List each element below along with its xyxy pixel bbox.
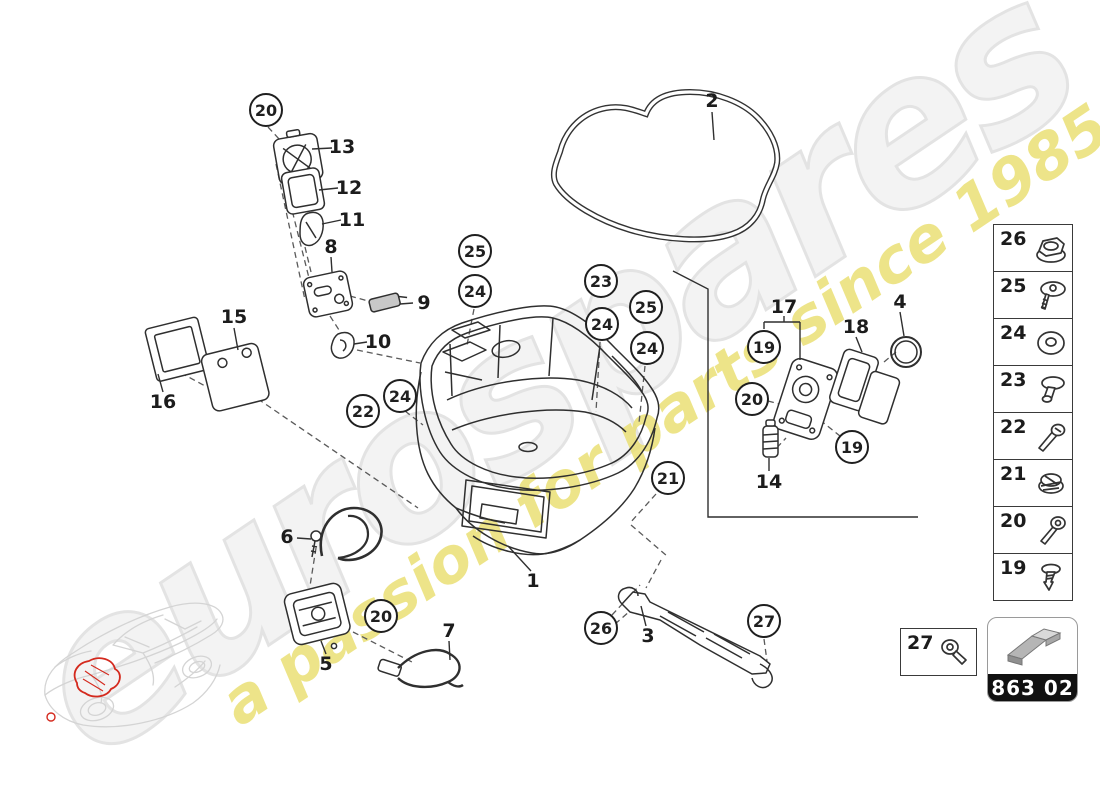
part-label-2[interactable]: 2 xyxy=(705,90,719,112)
part-label-17[interactable]: 17 xyxy=(770,296,798,318)
part-label-11[interactable]: 11 xyxy=(338,209,366,231)
mushroom-pin-icon xyxy=(1031,370,1071,414)
fastener-row-23[interactable]: 23 xyxy=(993,365,1073,413)
fastener-row-26[interactable]: 26 xyxy=(993,224,1073,272)
part-group-badge[interactable]: 863 02 xyxy=(987,617,1078,702)
part-12-gasket xyxy=(280,167,326,215)
flange-nut-icon xyxy=(1031,229,1071,273)
fastener-row-24[interactable]: 24 xyxy=(993,318,1073,366)
part-callout-20[interactable]: 20 xyxy=(735,382,769,416)
part-callout-25[interactable]: 25 xyxy=(458,234,492,268)
part-callout-19[interactable]: 19 xyxy=(835,430,869,464)
part-callout-22[interactable]: 22 xyxy=(346,394,380,428)
fastener-row-22[interactable]: 22 xyxy=(993,412,1073,460)
fastener-number: 23 xyxy=(1000,369,1027,391)
fastener-number: 24 xyxy=(1000,322,1027,344)
part-callout-24[interactable]: 24 xyxy=(630,331,664,365)
fastener-number: 20 xyxy=(1000,510,1027,532)
round-screw-icon xyxy=(935,633,975,677)
part-11-clip xyxy=(299,211,324,247)
part-label-9[interactable]: 9 xyxy=(417,292,431,314)
fastener-row-25[interactable]: 25 xyxy=(993,271,1073,319)
part-9-spacer xyxy=(368,292,408,313)
part-7-release-cable xyxy=(330,642,464,689)
part-callout-20[interactable]: 20 xyxy=(364,599,398,633)
fastener-number: 26 xyxy=(1000,228,1027,250)
fastener-row-19[interactable]: 19 xyxy=(993,553,1073,601)
part-8-mount-plate xyxy=(302,270,354,318)
part-callout-27[interactable]: 27 xyxy=(747,604,781,638)
part-callout-25[interactable]: 25 xyxy=(629,290,663,324)
part-label-12[interactable]: 12 xyxy=(335,177,363,199)
part-label-8[interactable]: 8 xyxy=(324,236,338,258)
part-label-14[interactable]: 14 xyxy=(755,471,783,493)
fastener-number: 27 xyxy=(907,632,934,654)
part-2-seal xyxy=(550,88,781,243)
fastener-number: 19 xyxy=(1000,557,1027,579)
part-label-1[interactable]: 1 xyxy=(526,570,540,592)
part-group-code: 863 02 xyxy=(988,674,1077,701)
part-callout-24[interactable]: 24 xyxy=(383,379,417,413)
part-label-18[interactable]: 18 xyxy=(842,316,870,338)
part-18-striker-plates xyxy=(829,348,901,425)
part-label-16[interactable]: 16 xyxy=(149,391,177,413)
expander-rivet-icon xyxy=(1031,558,1071,602)
extra-fastener-box[interactable]: 27 xyxy=(900,628,977,676)
part-callout-24[interactable]: 24 xyxy=(585,307,619,341)
part-label-3[interactable]: 3 xyxy=(641,625,655,647)
part-callout-24[interactable]: 24 xyxy=(458,274,492,308)
part-14-expander-pin xyxy=(762,419,779,458)
part-16-frame xyxy=(144,316,210,382)
part-5-latch-plate xyxy=(283,582,351,646)
part-label-5[interactable]: 5 xyxy=(319,653,333,675)
part-callout-19[interactable]: 19 xyxy=(747,330,781,364)
highlight-part-location xyxy=(46,657,121,722)
car-location-thumbnail xyxy=(44,602,224,728)
part-callout-23[interactable]: 23 xyxy=(584,264,618,298)
part-callout-26[interactable]: 26 xyxy=(584,611,618,645)
part-callout-21[interactable]: 21 xyxy=(651,461,685,495)
part-5-strap-loop xyxy=(319,506,383,562)
part-label-6[interactable]: 6 xyxy=(280,526,294,548)
part-label-4[interactable]: 4 xyxy=(893,291,907,313)
washer-screw-icon xyxy=(1031,276,1071,320)
pan-screw-icon xyxy=(1031,417,1071,461)
part-1-lining-tub xyxy=(415,305,660,556)
part-10-clip xyxy=(330,331,355,359)
part-17-latch-bracket xyxy=(773,357,839,440)
part-3-bracket-rail xyxy=(617,586,773,689)
part-label-10[interactable]: 10 xyxy=(364,331,392,353)
fastener-row-20[interactable]: 20 xyxy=(993,506,1073,554)
part-callout-20[interactable]: 20 xyxy=(249,93,283,127)
clip-nut-icon xyxy=(1031,464,1071,508)
part-15-cover-plate xyxy=(200,342,270,412)
fastener-number: 21 xyxy=(1000,463,1027,485)
fastener-number: 22 xyxy=(1000,416,1027,438)
part-label-7[interactable]: 7 xyxy=(442,620,456,642)
part-label-15[interactable]: 15 xyxy=(220,306,248,328)
fastener-number: 25 xyxy=(1000,275,1027,297)
fastener-row-21[interactable]: 21 xyxy=(993,459,1073,507)
part-4-ring xyxy=(890,336,922,368)
part-label-13[interactable]: 13 xyxy=(328,136,356,158)
grommet-icon xyxy=(1031,323,1071,367)
leader-lines xyxy=(157,111,918,661)
torx-screw-icon xyxy=(1031,511,1071,555)
badge-carpet-icon xyxy=(1006,628,1061,666)
